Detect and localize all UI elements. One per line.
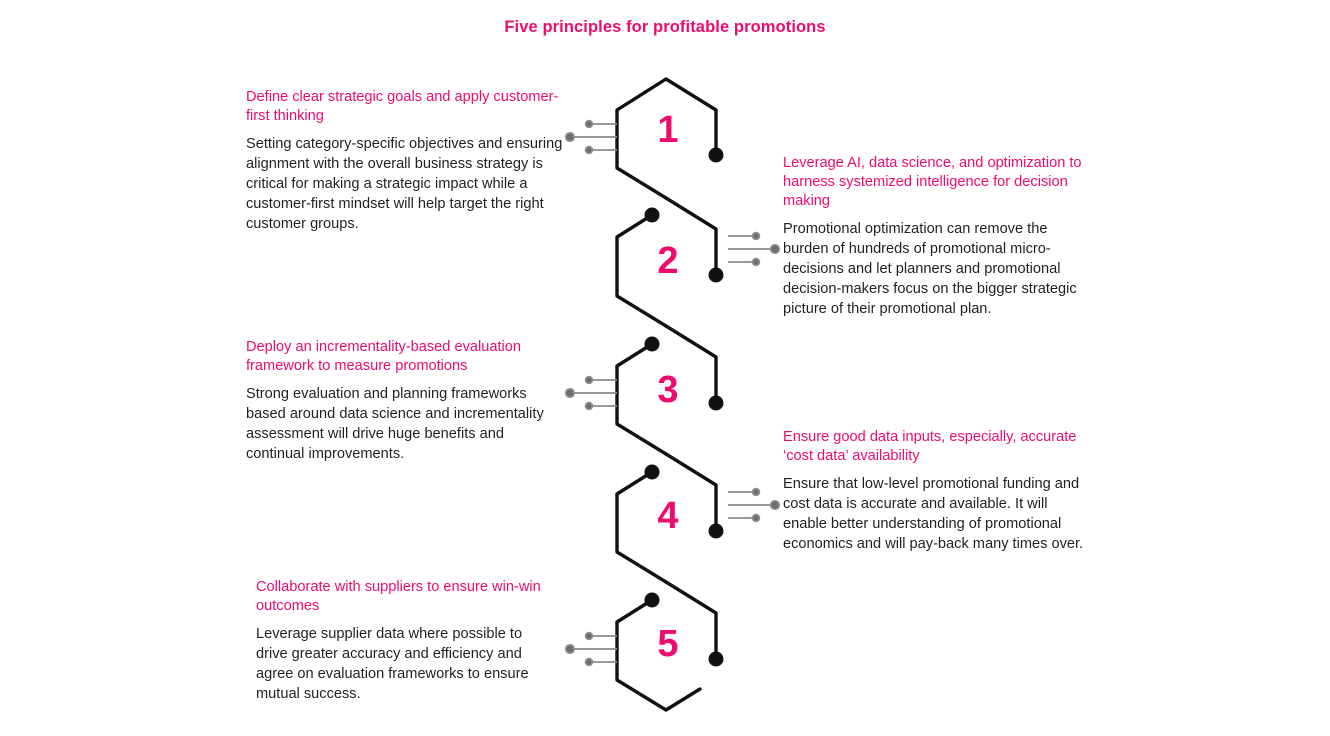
- step-number-1: 1: [657, 109, 679, 151]
- step-number-5: 5: [657, 623, 679, 665]
- step-body-5: Leverage supplier data where possible to…: [256, 625, 529, 702]
- chain-dot-3-start: [644, 336, 660, 352]
- step-heading-2: Leverage AI, data science, and optimizat…: [783, 155, 1082, 209]
- step-number-4: 4: [657, 495, 679, 537]
- connector-right-2: [728, 231, 781, 267]
- chain-dot-1-end: [708, 147, 724, 163]
- step-heading-4: Ensure good data inputs, especially, acc…: [783, 429, 1077, 464]
- step-block-3: Deploy an incrementality-based evaluatio…: [246, 338, 556, 465]
- step-body-1: Setting category-specific objectives and…: [246, 135, 563, 232]
- connector-left-5: [564, 631, 617, 667]
- step-number-3: 3: [657, 369, 679, 411]
- step-block-4: Ensure good data inputs, especially, acc…: [783, 428, 1085, 555]
- step-block-5: Collaborate with suppliers to ensure win…: [256, 578, 546, 705]
- step-heading-3: Deploy an incrementality-based evaluatio…: [246, 339, 522, 374]
- step-heading-5: Collaborate with suppliers to ensure win…: [256, 579, 541, 614]
- chain-dot-5-start: [644, 592, 660, 608]
- step-heading-1: Define clear strategic goals and apply c…: [246, 89, 559, 124]
- step-number-2: 2: [657, 240, 679, 282]
- chain-dot-5-end: [708, 651, 724, 667]
- chain-dot-4-end: [708, 523, 724, 539]
- connector-left-1: [564, 119, 617, 155]
- page-title: Five principles for profitable promotion…: [504, 18, 826, 36]
- step-body-3: Strong evaluation and planning framework…: [246, 385, 544, 462]
- connector-right-4: [728, 487, 781, 523]
- step-body-4: Ensure that low-level promotional fundin…: [783, 475, 1084, 552]
- chain-dot-4-start: [644, 464, 660, 480]
- step-body-2: Promotional optimization can remove the …: [783, 220, 1077, 317]
- chain-dot-2-start: [644, 207, 660, 223]
- chain-dot-2-end: [708, 267, 724, 283]
- chain-dot-3-end: [708, 395, 724, 411]
- step-block-2: Leverage AI, data science, and optimizat…: [783, 154, 1083, 320]
- connector-left-3: [564, 375, 617, 411]
- step-block-1: Define clear strategic goals and apply c…: [246, 88, 564, 235]
